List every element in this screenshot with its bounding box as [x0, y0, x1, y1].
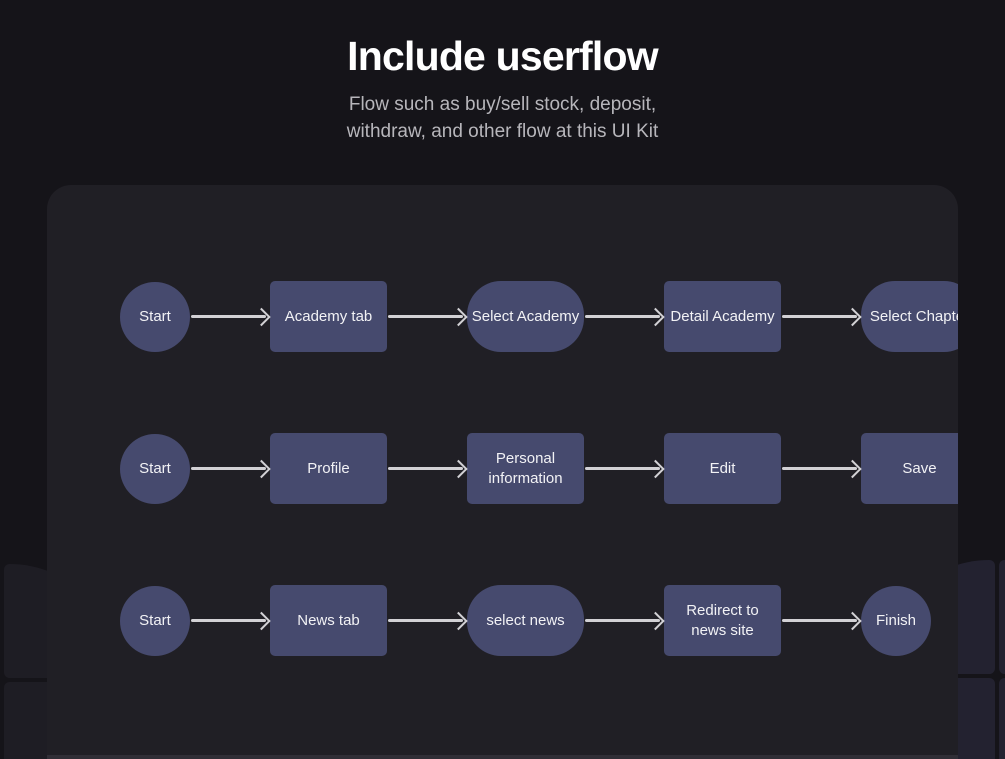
flow-arrow-icon	[584, 460, 664, 478]
node-profile: Profile	[270, 433, 387, 504]
node-save: Save	[861, 433, 958, 504]
node-label: Academy tab	[284, 307, 373, 325]
node-news-tab: News tab	[270, 585, 387, 656]
userflow-panel: Start Academy tab Select Academy Detail Aca…	[47, 185, 958, 759]
flow-arrow-icon	[190, 460, 270, 478]
flow-arrow-icon	[781, 612, 861, 630]
flow-row-news: Start News tab select news Redirect to news…	[120, 585, 931, 656]
section-header: Include userflow Flow such as buy/sell s…	[0, 33, 1005, 145]
node-redirect-to-news-site: Redirect to news site	[664, 585, 781, 656]
node-academy-tab: Academy tab	[270, 281, 387, 352]
section-subtitle: Flow such as buy/sell stock, deposit, wi…	[0, 91, 1005, 145]
node-label: Start	[139, 307, 171, 325]
node-label: Select Chapter	[869, 307, 958, 325]
subtitle-line-1: Flow such as buy/sell stock, deposit,	[348, 94, 657, 116]
flow-arrow-icon	[387, 308, 467, 326]
flow-arrow-icon	[387, 460, 467, 478]
node-label: Start	[139, 611, 171, 629]
petal-icon	[999, 678, 1005, 759]
flow-arrow-icon	[584, 308, 664, 326]
subtitle-line-2: withdraw, and other flow at this UI Kit	[346, 121, 659, 143]
node-start: Start	[120, 433, 190, 504]
page-title: Include userflow	[347, 33, 659, 79]
flow-arrow-icon	[781, 460, 861, 478]
node-finish: Finish	[861, 585, 931, 656]
node-label: Select Academy	[471, 307, 580, 325]
flow-arrow-icon	[190, 308, 270, 326]
node-detail-academy: Detail Academy	[664, 281, 781, 352]
flow-arrow-icon	[781, 308, 861, 326]
node-select-news: select news	[467, 585, 584, 656]
node-start: Start	[120, 585, 190, 656]
node-label: Start	[139, 459, 171, 477]
node-personal-information: Personal information	[467, 433, 584, 504]
node-label: Edit	[709, 459, 736, 477]
flow-row-profile: Start Profile Personal information Edit Save	[120, 433, 958, 504]
node-label: Detail Academy	[670, 307, 775, 325]
next-section-edge	[47, 755, 958, 759]
node-label: select news	[486, 611, 565, 629]
node-label: Profile	[307, 459, 350, 477]
node-select-academy: Select Academy	[467, 281, 584, 352]
node-label: Personal information	[488, 449, 563, 487]
flow-row-academy: Start Academy tab Select Academy Detail Aca…	[120, 281, 958, 352]
node-label: News tab	[297, 611, 360, 629]
node-label: Redirect to news site	[686, 601, 759, 639]
node-select-chapter: Select Chapter	[861, 281, 958, 352]
flow-arrow-icon	[584, 612, 664, 630]
flow-arrow-icon	[387, 612, 467, 630]
petal-icon	[999, 560, 1005, 674]
node-edit: Edit	[664, 433, 781, 504]
node-label: Finish	[875, 611, 916, 629]
flow-arrow-icon	[190, 612, 270, 630]
node-start: Start	[120, 281, 190, 352]
node-label: Save	[902, 459, 937, 477]
